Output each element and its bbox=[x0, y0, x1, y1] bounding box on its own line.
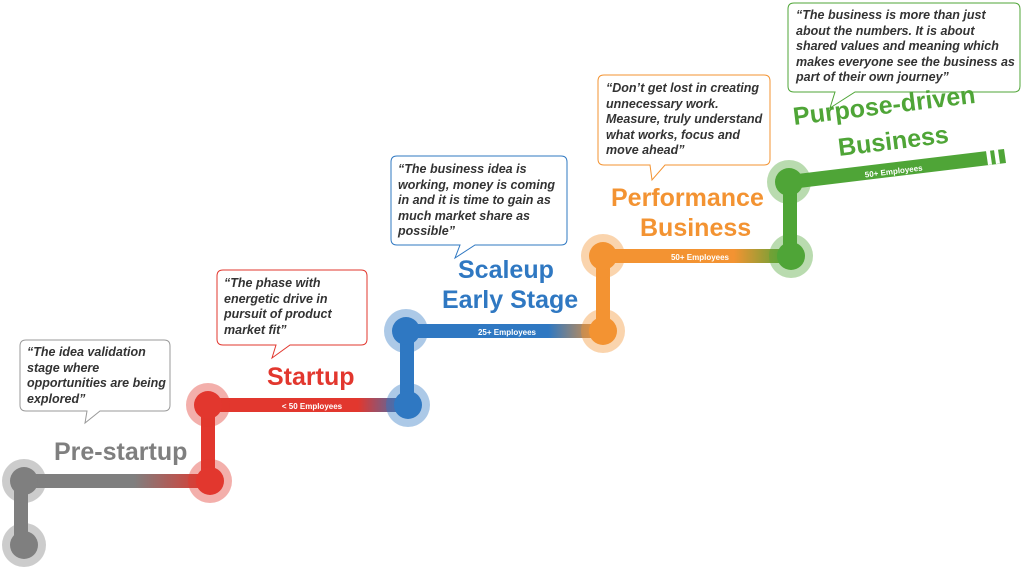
speech-bubble-performance bbox=[597, 74, 771, 182]
node-blue-top bbox=[384, 309, 428, 353]
stair-tread-performance bbox=[603, 249, 791, 263]
node-green-bottom bbox=[769, 234, 813, 278]
quote-purpose: “The business is more than just about th… bbox=[796, 8, 1015, 84]
stage-title-pre-startup: Pre-startup bbox=[54, 438, 188, 466]
quote-startup: “The phase with energetic drive in pursu… bbox=[224, 276, 332, 337]
node-orange-top bbox=[581, 234, 625, 278]
stage-title-performance-line1: Performance bbox=[611, 184, 764, 212]
stair-riser-startup bbox=[201, 404, 215, 482]
node-green-top bbox=[767, 160, 811, 204]
node-orange-bottom bbox=[581, 309, 625, 353]
stair-riser-scaleup bbox=[400, 330, 414, 406]
stage-title-startup: Startup bbox=[267, 363, 355, 391]
employees-label-scaleup: 25+ Employees bbox=[478, 328, 537, 337]
quote-performance: “Don’t get lost in creating unnecessary … bbox=[606, 81, 763, 157]
quote-scaleup: “The business idea is working, money is … bbox=[398, 162, 555, 238]
speech-bubble-pre-startup bbox=[19, 339, 171, 425]
speech-bubble-scaleup bbox=[390, 155, 568, 260]
stair-riser-pre-startup bbox=[14, 478, 28, 548]
stair-tread-scaleup bbox=[408, 324, 604, 338]
stair-tread-startup bbox=[208, 398, 408, 412]
stage-title-scaleup-line1: Scaleup bbox=[458, 256, 554, 284]
stair-riser-performance bbox=[596, 254, 610, 332]
stage-title-performance-line2: Business bbox=[640, 214, 752, 242]
employees-label-performance: 50+ Employees bbox=[671, 253, 730, 262]
stage-title-scaleup-line2: Early Stage bbox=[442, 286, 579, 314]
node-red-bottom bbox=[188, 459, 232, 503]
stair-tread-pre-startup bbox=[20, 474, 212, 488]
node-red-top bbox=[186, 383, 230, 427]
path-end-marker bbox=[994, 149, 1000, 164]
stair-riser-purpose bbox=[783, 180, 797, 256]
path-end-marker bbox=[986, 150, 992, 165]
speech-bubble-purpose bbox=[787, 2, 1021, 110]
speech-bubble-startup bbox=[216, 269, 368, 360]
node-gray-bottom bbox=[2, 523, 46, 567]
node-blue-bottom bbox=[386, 383, 430, 427]
node-gray-top bbox=[2, 459, 46, 503]
quote-pre-startup: “The idea validation stage where opportu… bbox=[27, 345, 166, 406]
employees-label-startup: < 50 Employees bbox=[282, 402, 343, 411]
stair-tread-purpose bbox=[789, 149, 1006, 189]
